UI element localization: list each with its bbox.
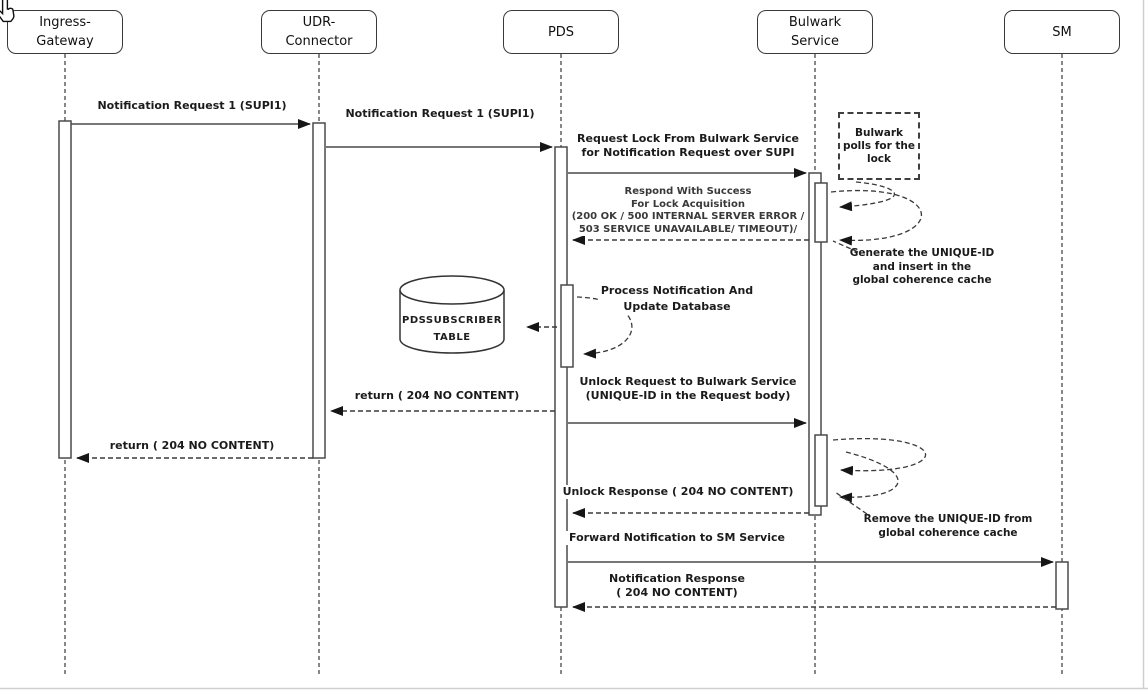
activation-bar-bulwark-poll-1 [814,182,828,243]
annotation-remove-unique-id: Remove the UNIQUE-ID from global coheren… [863,513,1033,539]
activation-bar-bulwark-service [808,172,822,516]
database-label: PDSSUBSCRIBER TABLE [402,315,502,343]
note-bulwark-polls: Bulwark polls for the lock [838,112,920,180]
self-loop-bulwark-poll-1a [839,181,895,212]
actor-label: Ingress- Gateway [36,15,94,49]
actor-label: PDS [547,24,575,40]
leader-remove-unique-id [834,491,868,515]
self-loop-bulwark-poll-2a [832,438,927,476]
message-label-request-lock: Request Lock From Bulwark Service for No… [574,132,802,160]
annotation-generate-unique-id: Generate the UNIQUE-ID and insert in the… [849,247,995,286]
actor-box-ingress-gateway: Ingress- Gateway [7,10,123,54]
actor-label: SM [1052,24,1072,40]
message-label-return-ingress: return ( 204 NO CONTENT) [106,439,278,453]
message-label-process-notification: Process Notification And Update Database [597,283,757,315]
message-label-notif-req-1: Notification Request 1 (SUPI1) [94,99,290,113]
message-label-respond-success: Respond With Success For Lock Acquisitio… [568,186,808,236]
activation-bar-sm [1055,561,1069,610]
actor-box-pds: PDS [503,10,619,54]
actor-label: UDR- Connector [285,15,353,49]
activation-bar-ingress-gateway [58,120,72,459]
leader-generate-unique-id [832,240,859,253]
actor-box-bulwark-service: Bulwark Service [757,10,873,54]
actor-box-sm: SM [1004,10,1120,54]
activation-bar-bulwark-poll-2 [814,434,828,507]
message-label-forward-notification: Forward Notification to SM Service [566,531,788,545]
message-label-return-udr: return ( 204 NO CONTENT) [351,389,523,403]
message-label-unlock-response: Unlock Response ( 204 NO CONTENT) [559,485,797,499]
actor-box-udr-connector: UDR- Connector [261,10,377,54]
hand-cursor-icon [0,0,15,23]
self-loop-pds-process [576,296,633,359]
activation-bar-pds-process [560,284,574,368]
message-label-notification-response: Notification Response ( 204 NO CONTENT) [606,572,748,600]
actor-label: Bulwark Service [788,15,842,49]
database-cylinder-icon [399,275,505,354]
message-label-unlock-request: Unlock Request to Bulwark Service (UNIQU… [576,375,800,403]
self-loop-bulwark-poll-1b [830,190,923,246]
self-loop-bulwark-poll-2b [839,451,899,503]
message-label-notif-req-2: Notification Request 1 (SUPI1) [342,107,538,121]
note-text: Bulwark polls for the lock [842,126,916,165]
activation-bar-udr-connector [312,122,326,459]
